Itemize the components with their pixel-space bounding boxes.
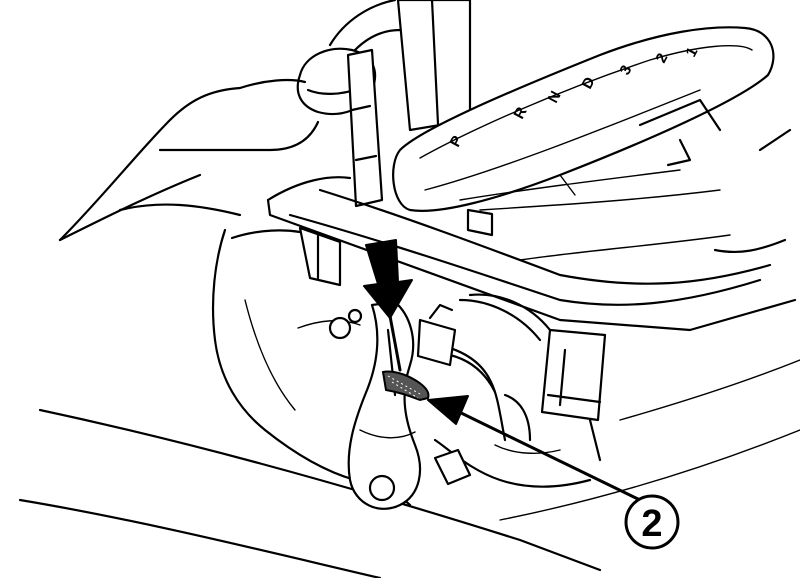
callout-number: 2 (641, 503, 662, 545)
down-arrow-icon (363, 239, 413, 372)
gear-indicator-plate: P R N D 3 2 1 (392, 26, 775, 212)
hand (58, 0, 402, 242)
callout-arrowhead-icon (427, 395, 469, 425)
callout: 2 (427, 395, 680, 550)
detent-spring (381, 370, 430, 402)
mounting-bracket (540, 328, 607, 462)
callout-circle (624, 494, 680, 550)
console-bezel (266, 98, 797, 332)
shift-cable (416, 293, 592, 488)
linkage-lever-arm (347, 300, 422, 510)
floor-panel (18, 173, 800, 578)
